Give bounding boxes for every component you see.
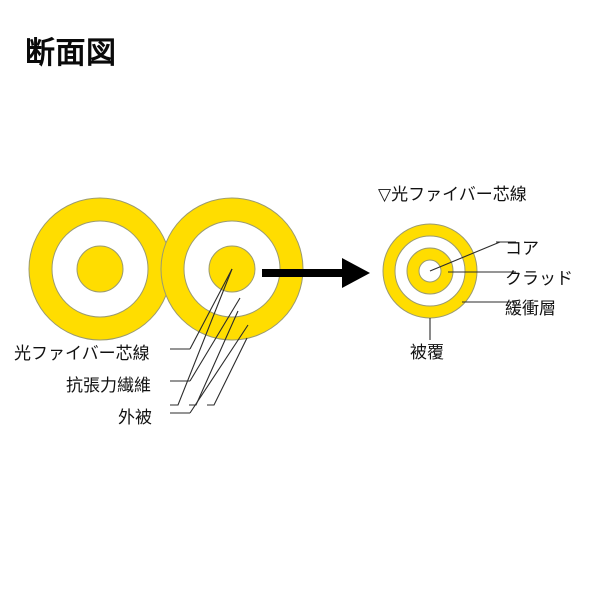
cable-leader-diagonals <box>189 268 249 414</box>
page-title: 断面図 <box>25 36 117 71</box>
label-coating: 被覆 <box>410 343 444 363</box>
label-buffer: 緩衝層 <box>505 299 556 319</box>
label-core: コア <box>505 239 539 259</box>
detail-leader-lines <box>429 241 516 340</box>
label-tensile-fiber: 抗張力繊維 <box>66 376 151 396</box>
label-clad: クラッド <box>505 269 573 289</box>
left-unit-core <box>76 245 124 293</box>
cable-leader-lines <box>170 268 248 406</box>
leader-line-core <box>429 241 501 272</box>
left-fiber-unit <box>28 197 172 341</box>
label-detail-heading: ▽光ファイバー芯線 <box>378 185 527 205</box>
cable-cross-section-group <box>28 197 304 414</box>
detail-cross-section-group <box>382 223 516 340</box>
label-fiber-core-main: 光ファイバー芯線 <box>14 344 150 364</box>
cable-label-hooks <box>170 348 190 414</box>
diagonal-tensile-fiber <box>189 297 241 382</box>
leader-line-outer-sheath <box>207 337 248 406</box>
diagonal-fiber-core-main <box>189 268 233 350</box>
magnify-arrow <box>262 258 370 288</box>
label-outer-sheath: 外被 <box>118 408 152 428</box>
diagonal-outer-sheath <box>189 324 249 414</box>
arrow-head <box>342 258 370 288</box>
leader-line-fiber-core-main <box>170 268 233 406</box>
leader-line-tensile-fiber <box>189 310 239 406</box>
